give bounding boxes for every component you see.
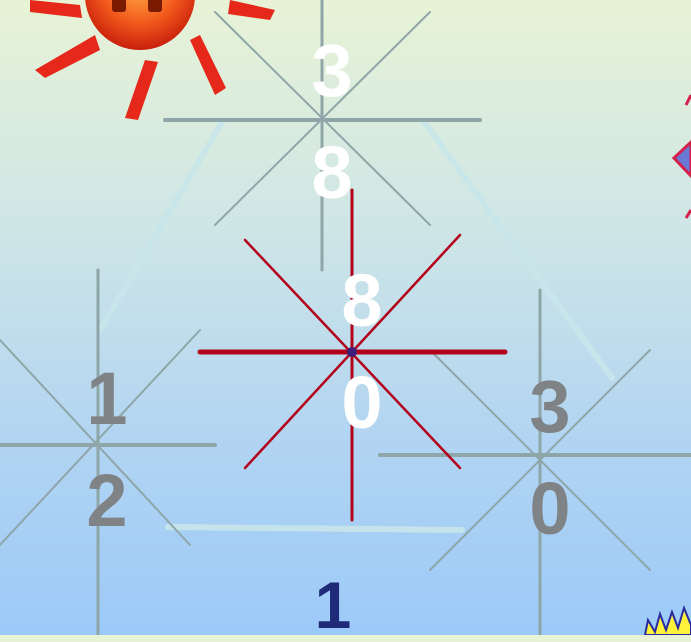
left-star-digit-upper: 1 <box>72 362 142 436</box>
center-red-star <box>200 190 505 520</box>
diamond-icon <box>674 95 691 218</box>
center-star-digit-lower: 0 <box>327 366 397 440</box>
right-star <box>380 290 691 635</box>
right-star-digit-lower: 0 <box>515 472 585 546</box>
left-star <box>0 270 215 635</box>
bottom-digit: 1 <box>298 572 368 638</box>
right-star-digit-upper: 3 <box>515 370 585 444</box>
sun-icon <box>30 0 275 120</box>
top-star-digit-upper: 3 <box>297 34 367 108</box>
edge-top-right <box>424 122 612 378</box>
top-star-digit-lower: 8 <box>297 136 367 210</box>
edge-top-left <box>100 122 222 330</box>
spiky-burst-icon <box>645 608 691 635</box>
edge-bottom <box>168 527 462 530</box>
center-star-digit-upper: 8 <box>327 264 397 338</box>
left-star-digit-lower: 2 <box>72 464 142 538</box>
